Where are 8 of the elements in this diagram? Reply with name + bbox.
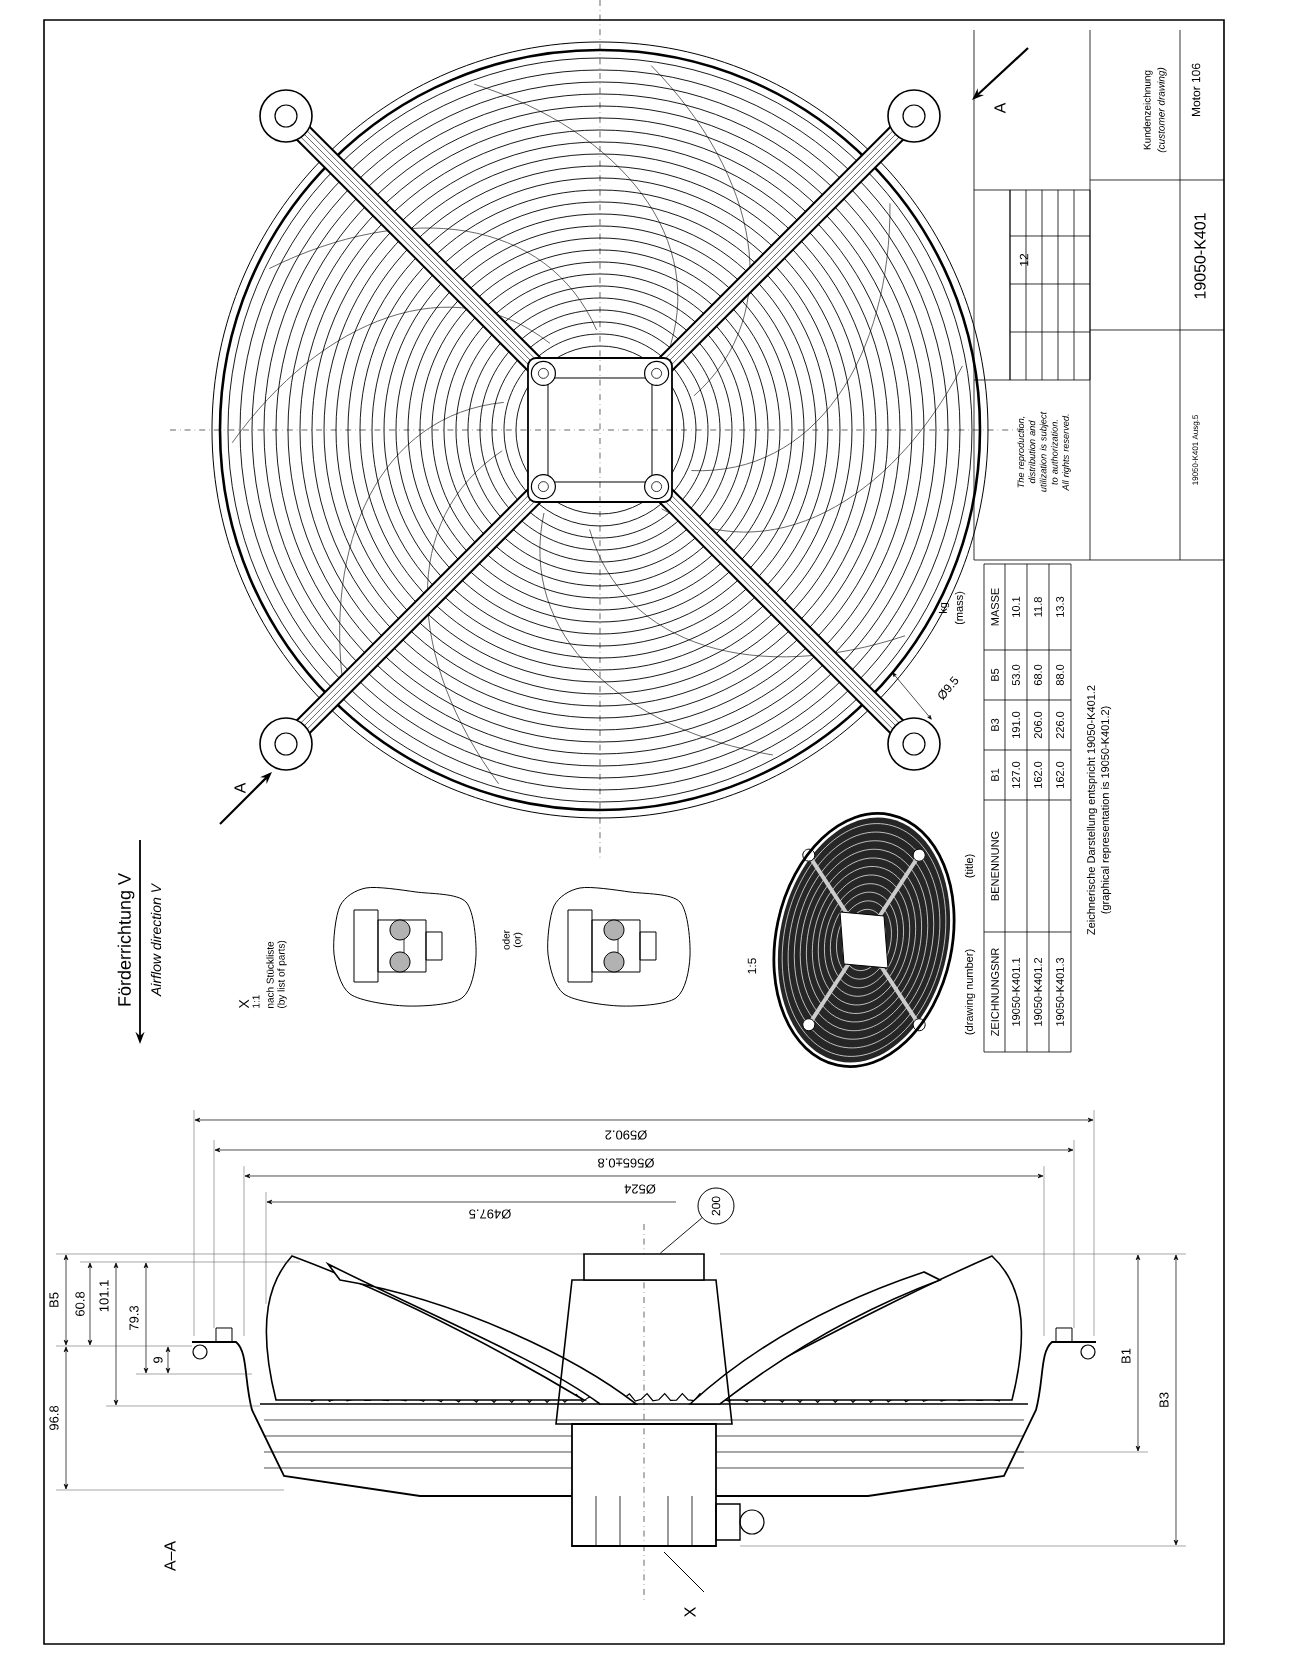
section-label: A–A <box>164 1540 176 1572</box>
title-block-text: 19050-K401 <box>1194 213 1206 299</box>
airflow-label: Förderrichtung V <box>117 873 135 1006</box>
hub-cap <box>583 1253 705 1281</box>
detail-label: X <box>684 1607 696 1617</box>
leader-line <box>659 1217 703 1254</box>
section-label: A <box>994 102 1006 114</box>
section-label: A <box>234 782 246 794</box>
